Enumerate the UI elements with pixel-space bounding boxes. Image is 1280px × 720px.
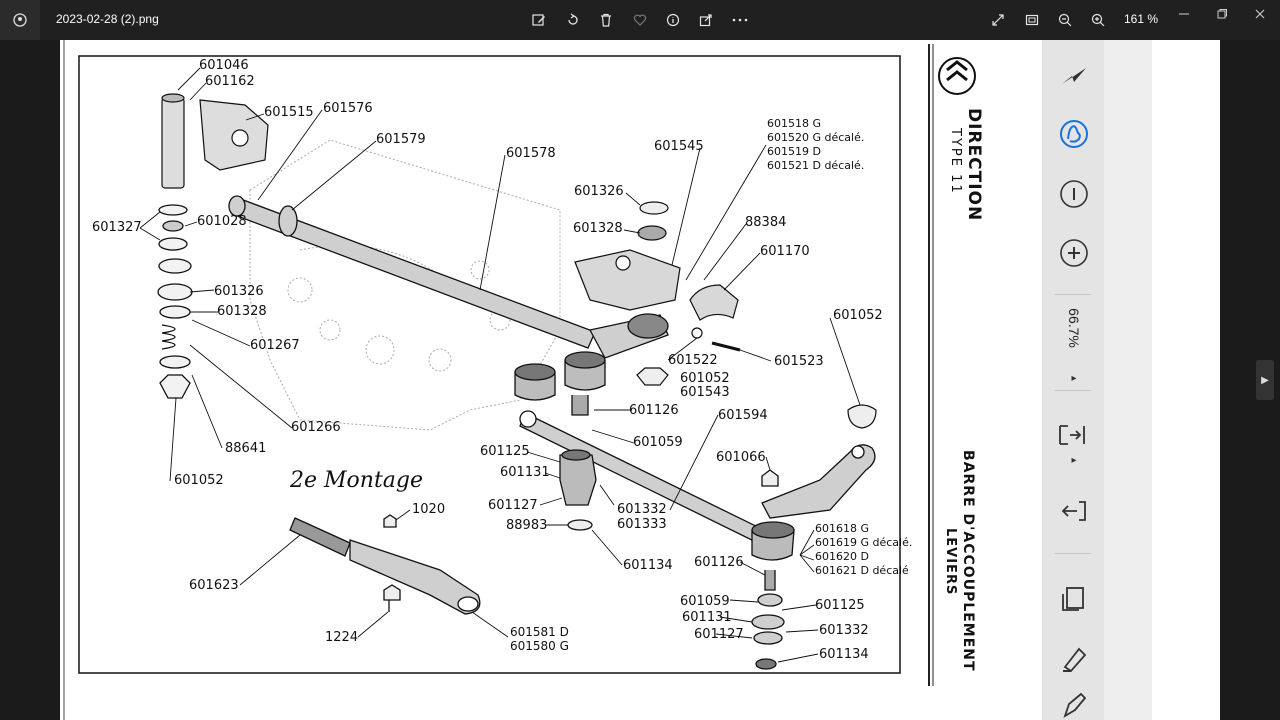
expand-icon[interactable]	[986, 8, 1010, 32]
zoom-out-tool-icon[interactable]	[1056, 176, 1092, 212]
part-label: 601327	[92, 220, 142, 235]
part-label: 601127	[488, 498, 538, 513]
part-label: 601623	[189, 578, 239, 593]
part-label: 601126	[629, 403, 679, 418]
side-tool-panel	[1042, 40, 1104, 720]
zoom-level[interactable]: 161 %	[1124, 12, 1159, 26]
part-label: 601066	[716, 450, 766, 465]
share-icon[interactable]	[694, 8, 718, 32]
zoom-in-tool-icon[interactable]	[1056, 235, 1092, 271]
fit-page-icon[interactable]	[1056, 417, 1092, 453]
close-icon[interactable]	[1247, 4, 1273, 24]
part-label: 601543	[680, 385, 730, 400]
edit-image-icon[interactable]	[527, 8, 551, 32]
file-name: 2023-02-28 (2).png	[56, 12, 159, 26]
exploded-parts-diagram	[63, 40, 976, 720]
part-label: 601332	[617, 502, 667, 517]
part-label: 601618 G	[815, 522, 870, 535]
part-label: 601518 G	[767, 117, 822, 130]
highlight-icon[interactable]	[1056, 640, 1092, 676]
part-label: 601046	[199, 58, 249, 73]
part-label: 601131	[682, 610, 732, 625]
part-label: 601578	[506, 146, 556, 161]
part-label: 601594	[718, 408, 768, 423]
part-label: 88641	[225, 441, 267, 456]
chevron-down-icon[interactable]: ▸	[1071, 372, 1077, 384]
part-label: 601134	[623, 558, 673, 573]
part-label: 601620 D	[815, 550, 869, 563]
separator	[1055, 294, 1091, 295]
minimize-icon[interactable]	[1171, 4, 1197, 24]
part-label: 601126	[694, 555, 744, 570]
part-label: 88384	[745, 215, 787, 230]
section-subtitle: LEVIERS	[943, 528, 958, 596]
chevron-down-icon[interactable]: ▸	[1071, 454, 1077, 466]
part-label: 601328	[217, 304, 267, 319]
part-label: 601333	[617, 517, 667, 532]
section-title: BARRE D'ACCOUPLEMENT	[960, 450, 976, 672]
document-page: 601046 601162 601515 601576 601579 60157…	[60, 40, 1220, 720]
maximize-icon[interactable]	[1209, 4, 1235, 24]
part-label: 601326	[214, 284, 264, 299]
side-strip	[1104, 40, 1152, 720]
pen-icon[interactable]	[1056, 690, 1092, 720]
more-icon[interactable]	[728, 8, 752, 32]
part-label: 601059	[633, 435, 683, 450]
part-label: 1224	[325, 630, 359, 645]
part-label: 601621 D décalé	[815, 564, 909, 577]
part-label: 601125	[480, 444, 530, 459]
part-label: 601326	[574, 184, 624, 199]
part-label: 601131	[500, 465, 550, 480]
part-label: 601332	[819, 623, 869, 638]
pointer-icon[interactable]	[1056, 58, 1092, 94]
part-label: 601059	[680, 594, 730, 609]
part-label: 601522	[668, 353, 718, 368]
doc-subtitle: TYPE 11	[948, 128, 963, 195]
part-label: 601052	[174, 473, 224, 488]
part-label: 601052	[833, 308, 883, 323]
part-label: 601619 G décalé.	[815, 536, 913, 549]
title-bar: 2023-02-28 (2).png 161 %	[0, 0, 1280, 40]
back-icon[interactable]	[1056, 493, 1092, 529]
montage-label: 2e Montage	[290, 468, 424, 493]
part-label: 1020	[412, 502, 446, 517]
part-label: 88983	[506, 518, 548, 533]
delete-icon[interactable]	[594, 8, 618, 32]
part-label: 601515	[264, 105, 314, 120]
hand-tool-icon[interactable]	[1056, 116, 1092, 152]
part-label: 601052	[680, 371, 730, 386]
part-label: 601523	[774, 354, 824, 369]
part-label: 601580 G	[510, 639, 569, 653]
fit-icon[interactable]	[1020, 8, 1044, 32]
part-label: 601266	[291, 420, 341, 435]
part-label: 601581 D	[510, 625, 569, 639]
doc-title: DIRECTION	[964, 108, 984, 222]
photos-app-icon[interactable]	[0, 0, 40, 40]
part-label: 601127	[694, 627, 744, 642]
rotate-icon[interactable]	[561, 8, 585, 32]
part-label: 601125	[815, 598, 865, 613]
part-label: 601576	[323, 101, 373, 116]
zoom-percent[interactable]: 66.7%	[1066, 308, 1082, 348]
part-label: 601162	[205, 74, 255, 89]
next-page-chevron-icon[interactable]: ▶	[1256, 360, 1274, 400]
separator	[1055, 553, 1091, 554]
part-label: 601267	[250, 338, 300, 353]
favorite-icon[interactable]	[628, 8, 652, 32]
part-label: 601520 G décalé.	[767, 131, 865, 144]
separator	[1055, 390, 1091, 391]
copy-icon[interactable]	[1056, 580, 1092, 616]
part-label: 601170	[760, 244, 810, 259]
part-label: 601519 D	[767, 145, 821, 158]
part-label: 601579	[376, 132, 426, 147]
zoom-out-icon[interactable]	[1053, 8, 1077, 32]
part-label: 601545	[654, 139, 704, 154]
zoom-in-icon[interactable]	[1086, 8, 1110, 32]
info-icon[interactable]	[661, 8, 685, 32]
citroen-logo	[938, 57, 976, 95]
part-label: 601134	[819, 647, 869, 662]
part-label: 601328	[573, 221, 623, 236]
part-label: 601521 D décalé.	[767, 159, 865, 172]
part-label: 601028	[197, 214, 247, 229]
